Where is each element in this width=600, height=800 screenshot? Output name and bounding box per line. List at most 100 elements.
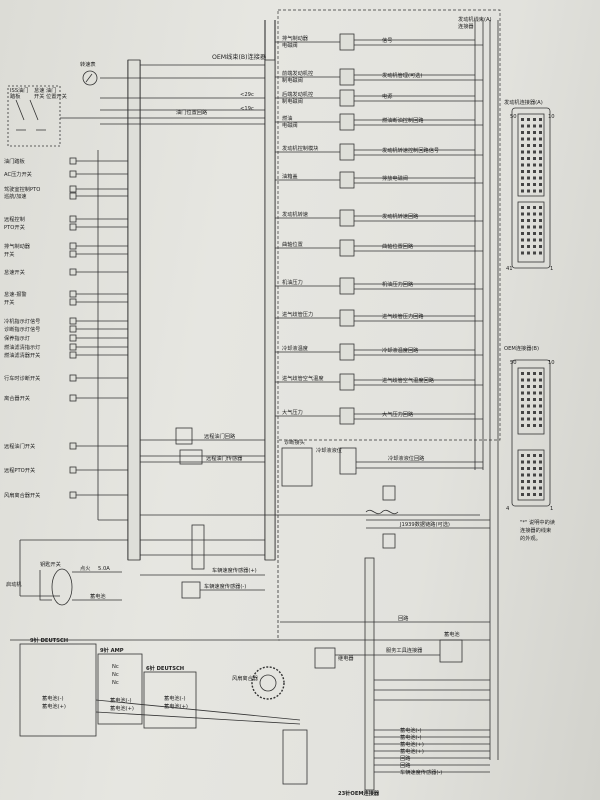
left-switch-terminal [69, 491, 77, 499]
oem-b-num-l: 50 [510, 360, 517, 366]
connector-pin [527, 225, 530, 229]
connector-pin [527, 189, 530, 193]
sensor-connector [339, 171, 355, 189]
connector-pin [527, 411, 530, 414]
sensor-connector [339, 89, 355, 107]
connector-pin [539, 144, 542, 147]
left-switch-terminal [69, 268, 77, 276]
connector-pin [539, 124, 542, 128]
connector-pin [539, 157, 542, 160]
connector-pin [539, 480, 542, 483]
connector-pin [521, 163, 524, 167]
connector-pin [539, 170, 542, 173]
iss-label: ISS油门 [10, 86, 29, 94]
key-switch-icon [51, 568, 73, 606]
amp-b2: 蓄电池(+) [110, 704, 134, 712]
sensor-connector [339, 373, 355, 391]
oem-b-num-br: 1 [550, 506, 553, 512]
connector-pin [539, 150, 542, 154]
connector-pin [527, 150, 530, 154]
connector-pin [527, 473, 530, 477]
note-line-2: 连接器的线束 [520, 526, 551, 534]
connector-pin [527, 480, 530, 483]
note-line-1: "*" 说明中的读 [520, 518, 555, 526]
sensor-circuit-label: 机油压力回路 [382, 280, 414, 288]
left-switch-terminal [69, 215, 77, 223]
pin-19c: <19c [240, 106, 254, 112]
left-switch-label: 巡航/加速 [4, 192, 27, 200]
connector-pin [527, 206, 530, 209]
connector-pin [521, 493, 524, 496]
connector-pin [527, 157, 530, 160]
left-switch-terminal [69, 185, 77, 193]
amp-9pin-box [97, 653, 143, 725]
remote-throttle-icon [175, 427, 193, 445]
connector-pin [521, 170, 524, 173]
iss-label-2: 踏板 [10, 92, 21, 100]
connector-pin [521, 238, 524, 242]
oem-connector-b-pins-top [517, 367, 545, 435]
connector-pin [527, 378, 530, 382]
connector-pin [527, 398, 530, 401]
connector-pin [533, 378, 536, 382]
connector-pin [533, 493, 536, 496]
left-switch-terminal [69, 334, 77, 342]
left-switch-label: 怠速开关 [4, 268, 25, 276]
sensor-circuit-label: 进气歧管压力回路 [382, 312, 424, 320]
oem-23pin-connector [364, 557, 375, 791]
relay-box [314, 647, 336, 669]
ignition-label: 点火 [80, 565, 90, 572]
connector-pin [521, 251, 524, 255]
connector-pin [533, 206, 536, 209]
bottom-line-label: 回路 [400, 754, 411, 762]
fuse-label: 5.0A [98, 566, 110, 572]
connector-pin [533, 170, 536, 173]
connector-pin [539, 473, 542, 477]
sensor-name: 进气歧管空气温度 [282, 374, 324, 382]
pin-29c: <29c [240, 92, 254, 98]
sensor-connector [339, 113, 355, 131]
left-switch-label: 行车时诊断开关 [4, 374, 40, 382]
left-switch-label: 油门踏板 [4, 157, 26, 165]
left-switch-label: 离合器开关 [4, 394, 30, 402]
note-line-3: 的外观。 [520, 534, 541, 542]
j1939-label: J1939数据链路(可选) [399, 520, 450, 528]
service-tool-label: 服务工具连接器 [386, 646, 423, 654]
connector-pin [521, 424, 524, 427]
idle-switch-label: 怠速 [34, 86, 44, 94]
deutsch9-b1: 蓄电池(-) [42, 694, 63, 702]
connector-pin [533, 404, 536, 408]
left-switch-terminal [69, 442, 77, 450]
connector-pin [539, 454, 542, 457]
connector-pin [539, 206, 542, 209]
ecm-a-num-br: 1 [550, 266, 553, 272]
connector-pin [521, 473, 524, 477]
sensor-name: 后端发动机控 [282, 90, 313, 98]
connector-pin [539, 398, 542, 401]
left-switch-terminal [69, 343, 77, 351]
connector-pin [521, 124, 524, 128]
left-switch-label: 冷机指示灯信号 [4, 317, 40, 325]
left-switch-label: 开关 [4, 250, 14, 258]
connector-pin [527, 176, 530, 180]
amp-nc-1: Nc [112, 664, 119, 670]
sensor-circuit-label: 冷却液温度回路 [382, 346, 419, 354]
connector-pin [527, 385, 530, 388]
sensor-connector [339, 407, 355, 425]
bottom-line-label: 蓄电池(-) [400, 733, 421, 741]
connector-pin [539, 238, 542, 242]
sensor-circuit-label: 进气歧管空气温度回路 [382, 376, 435, 384]
connector-pin [521, 157, 524, 160]
left-switch-label: AC压力开关 [4, 170, 32, 178]
left-switch-label: 开关 [4, 298, 14, 306]
left-switch-label: 远程PTO开关 [4, 466, 35, 474]
sensor-circuit-label: 信号 [382, 36, 392, 44]
sensor-connector [339, 277, 355, 295]
ecm-a-connector-bar [264, 59, 276, 561]
left-switch-label: 保养指示灯 [4, 334, 30, 342]
battery-link-label: 蓄电池 [444, 630, 460, 638]
left-switch-terminal [69, 290, 77, 298]
left-switch-label: 远程控制 [4, 215, 25, 223]
ecm-connector-a-pins-bottom [517, 201, 545, 263]
connector-pin [533, 411, 536, 414]
